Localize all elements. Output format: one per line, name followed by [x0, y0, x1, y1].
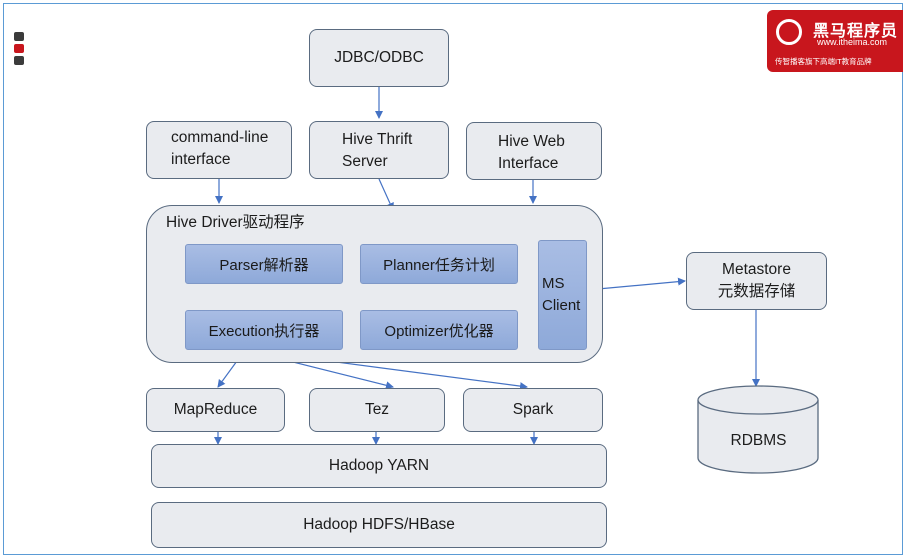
rdbms-label: RDBMS: [730, 432, 787, 449]
planner-label: Planner任务计划: [383, 256, 495, 274]
metastore-label-line1: Metastore: [722, 261, 791, 278]
horse-logo-icon: [776, 19, 802, 45]
spark-label: Spark: [512, 401, 554, 418]
optimizer-label: Optimizer优化器: [384, 322, 494, 340]
mapreduce-label: MapReduce: [173, 401, 258, 418]
ms-client-box: MS Client: [538, 240, 587, 350]
execution-label: Execution执行器: [208, 322, 320, 340]
thrift-label-line2: Server: [342, 153, 388, 170]
metastore-label-line2: 元数据存储: [717, 283, 796, 300]
hadoop-yarn-label: Hadoop YARN: [328, 457, 430, 474]
cli-label-line2: interface: [171, 151, 231, 168]
parser-box: Parser解析器: [185, 244, 343, 284]
logo-name: 黑马程序员: [813, 23, 899, 40]
web-label-line1: Hive Web: [498, 133, 565, 150]
command-line-interface-box: command-line interface: [146, 121, 292, 179]
thrift-label-line1: Hive Thrift: [342, 131, 413, 148]
rdbms-cylinder: [697, 385, 819, 474]
arrow-thrift-driver: [378, 178, 394, 211]
optimizer-box: Optimizer优化器: [360, 310, 518, 350]
cli-label-line1: command-line: [171, 129, 269, 146]
mapreduce-box: MapReduce: [146, 388, 285, 432]
ms-label-line1: MS: [542, 275, 565, 292]
logo-url: www.itheima.com: [817, 37, 888, 47]
hive-driver-title: Hive Driver驱动程序: [166, 214, 305, 231]
web-label-line2: Interface: [498, 155, 559, 172]
spark-box: Spark: [463, 388, 603, 432]
arrow-ms-metastore: [586, 277, 686, 291]
parser-label: Parser解析器: [219, 256, 309, 274]
execution-box: Execution执行器: [185, 310, 343, 350]
jdbc-odbc-box: JDBC/ODBC: [309, 29, 449, 87]
marker-dot: [14, 56, 24, 65]
marker-dot: [14, 32, 24, 41]
hive-thrift-server-box: Hive Thrift Server: [309, 121, 449, 179]
marker-dot: [14, 44, 24, 53]
planner-box: Planner任务计划: [360, 244, 518, 284]
hadoop-hdfs-label: Hadoop HDFS/HBase: [303, 516, 455, 533]
ms-label-line2: Client: [542, 297, 581, 314]
hadoop-hdfs-hbase-box: Hadoop HDFS/HBase: [151, 502, 607, 548]
tez-label: Tez: [364, 401, 390, 418]
hive-web-interface-box: Hive Web Interface: [466, 122, 602, 180]
jdbc-odbc-label: JDBC/ODBC: [334, 49, 424, 66]
logo-slogan: 传智播客旗下高端IT教育品牌: [775, 57, 872, 66]
tez-box: Tez: [309, 388, 445, 432]
brand-logo: 黑马程序员 www.itheima.com 传智播客旗下高端IT教育品牌: [767, 10, 903, 72]
hadoop-yarn-box: Hadoop YARN: [151, 444, 607, 488]
slide-marker-dots: [14, 32, 24, 68]
metastore-box: Metastore 元数据存储: [686, 252, 827, 310]
